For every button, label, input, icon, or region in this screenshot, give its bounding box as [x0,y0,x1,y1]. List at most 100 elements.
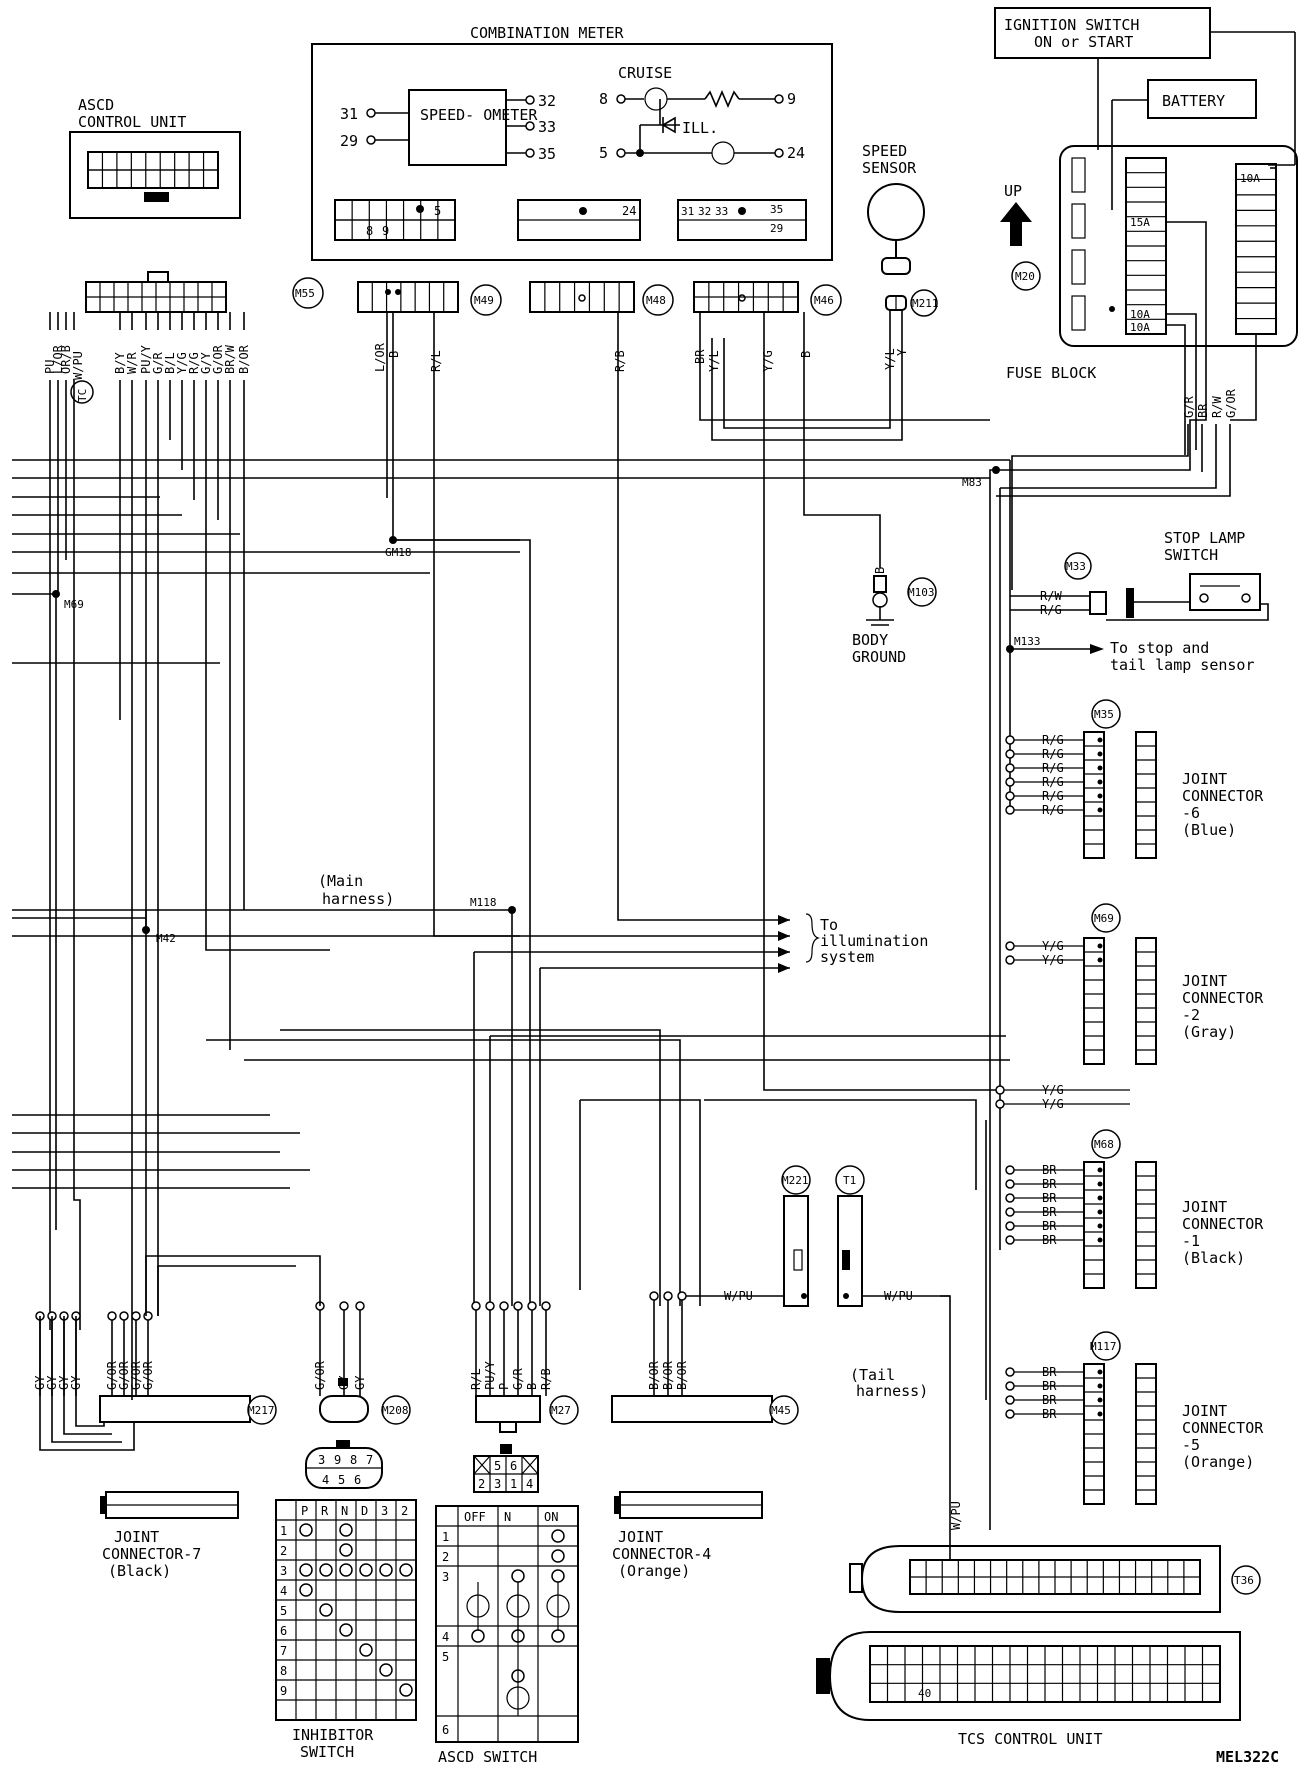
combination-meter: COMBINATION METER SPEED- OMETER 31 29 32… [311,24,833,261]
m45-wire-label: B/OR [647,1360,661,1390]
meter-conn2-pin-24: 24 [622,204,636,218]
svg-text:4: 4 [322,1473,329,1487]
t36-wire-wpu: W/PU [949,1501,963,1530]
ascd-switch-header: ON [544,1510,558,1524]
m27-wire-label: B [525,1383,539,1390]
connector-t1-label: T1 [843,1174,856,1187]
connector-m221-label: M221 [782,1174,809,1187]
svg-text:CONNECTOR: CONNECTOR [1182,787,1264,805]
ascd-switch-connector: 5 6 2 3 1 4 [473,1444,539,1493]
joint-connectors-right [995,731,1157,1505]
svg-text:3: 3 [318,1453,325,1467]
joint-connector-2-label: JOINT CONNECTOR -2 (Gray) [1182,972,1264,1041]
ascd-switch-row: 2 [442,1550,449,1564]
meter-conn3-pin-32: 32 [698,205,711,218]
inhibitor-row: 1 [280,1524,287,1538]
inhibitor-header: 2 [401,1504,408,1518]
m117-wire-label: BR [1042,1365,1057,1379]
ascd-wire-label: B/OR [237,344,251,374]
svg-text:9: 9 [334,1453,341,1467]
m117-wire-label: BR [1042,1407,1057,1421]
cruise-pin-8: 8 [599,90,608,108]
main-harness-label-1: (Main [318,872,363,890]
connector-m27-label: M27 [551,1404,571,1417]
ascd-wire-label: Y/G [175,352,189,374]
ignition-switch: IGNITION SWITCH ON or START [994,7,1211,59]
ascd-wire-label: R/G [187,352,201,374]
inhibitor-header: R [321,1504,329,1518]
m27-wire-label: R/B [539,1368,553,1390]
fuse-10a-b: 10A [1130,321,1150,334]
m49-wire-b: B [387,351,401,358]
tail-harness-label-1: (Tail [850,1366,895,1384]
speed-sensor-label-1: SPEED [862,142,907,160]
connector-m208-label: M208 [382,1404,409,1417]
to-stop-label-2: tail lamp sensor [1110,656,1255,674]
splice-m133: M133 [1014,635,1041,648]
connector-t1: T1 W/PU [835,1165,951,1560]
m208-wire-label: G/OR [313,1360,327,1390]
inhibitor-row: 3 [280,1564,287,1578]
ascd-wire-label: G/Y [199,352,213,374]
connector-m208: M208 [319,1378,411,1425]
ascd-switch-row: 6 [442,1723,449,1737]
meter-conn1-pin-9: 9 [382,224,389,238]
connector-m103: M103 [908,586,935,599]
connector-m45: M45 [611,1395,799,1425]
connector-m46: M46 [693,281,842,316]
svg-text:CONNECTOR-7: CONNECTOR-7 [102,1545,201,1563]
svg-text:-1: -1 [1182,1232,1200,1250]
svg-text:-5: -5 [1182,1436,1200,1454]
connector-m48: M48 [529,281,674,316]
ill-pin-24: 24 [787,144,805,162]
fuse-15a: 15A [1130,216,1150,229]
meter-pin-31: 31 [340,105,358,123]
svg-text:(Gray): (Gray) [1182,1023,1236,1041]
svg-text:7: 7 [366,1453,373,1467]
inhibitor-switch-label-2: SWITCH [300,1743,354,1761]
connector-m221: M221 W/PU [680,1165,811,1307]
ascd-wire-label: PU [43,360,57,374]
m27-wire-label: R/L [469,1368,483,1390]
to-illumination-label-1: To [820,916,838,934]
ascd-wire-label: W/R [125,352,139,374]
speed-sensor: SPEED SENSOR M211 Y/L Y [711,142,939,441]
ascd-switch-row: 1 [442,1530,449,1544]
svg-text:8: 8 [350,1453,357,1467]
ascd-wire-label: B/L [163,352,177,374]
splice-m69: M69 [64,598,84,611]
up-label: UP [1004,182,1022,200]
ascd-control-unit: ASCD CONTROL UNIT [69,96,241,219]
m27-wire-label: PU/Y [483,1360,497,1390]
m35-wire-label: R/G [1042,775,1064,789]
cruise-lamp-icon [644,87,668,111]
inhibitor-switch-connector: 3 9 8 7 4 5 6 [305,1440,383,1489]
ascd-control-unit-label-2: CONTROL UNIT [78,113,186,131]
svg-text:(Blue): (Blue) [1182,821,1236,839]
connector-m55: M55 [85,271,324,313]
svg-text:(Black): (Black) [1182,1249,1245,1267]
stop-lamp-switch: M33 STOP LAMP SWITCH R/W R/G [1010,529,1269,621]
m35-wire-label: R/G [1042,733,1064,747]
meter-pin-32: 32 [538,92,556,110]
connector-m45-label: M45 [771,1404,791,1417]
main-harness-label-2: harness) [322,890,394,908]
svg-text:JOINT: JOINT [1182,1402,1227,1420]
m103-wire-b: B [873,567,887,574]
connector-m211: M211 [912,297,939,310]
m68-wire-label: BR [1042,1205,1057,1219]
t1-wire-wpu: W/PU [884,1289,913,1303]
svg-text:JOINT: JOINT [1182,1198,1227,1216]
ascd-switch-row: 5 [442,1650,449,1664]
m69-wire-label: Y/G [1042,953,1064,967]
m35-wire-label: R/G [1042,761,1064,775]
m35-wire-label: R/G [1042,789,1064,803]
m46-wire-b: B [799,351,813,358]
m46-wire-yl: Y/L [707,350,721,372]
inhibitor-header: P [301,1504,308,1518]
joint-connector-5-label: JOINT CONNECTOR -5 (Orange) [1182,1402,1264,1471]
to-stop-label-1: To stop and [1110,639,1209,657]
meter-connector-3: 31 32 33 35 29 [677,199,807,241]
splice-gm18: GM18 [385,546,412,559]
fuse-10a-a: 10A [1130,308,1150,321]
